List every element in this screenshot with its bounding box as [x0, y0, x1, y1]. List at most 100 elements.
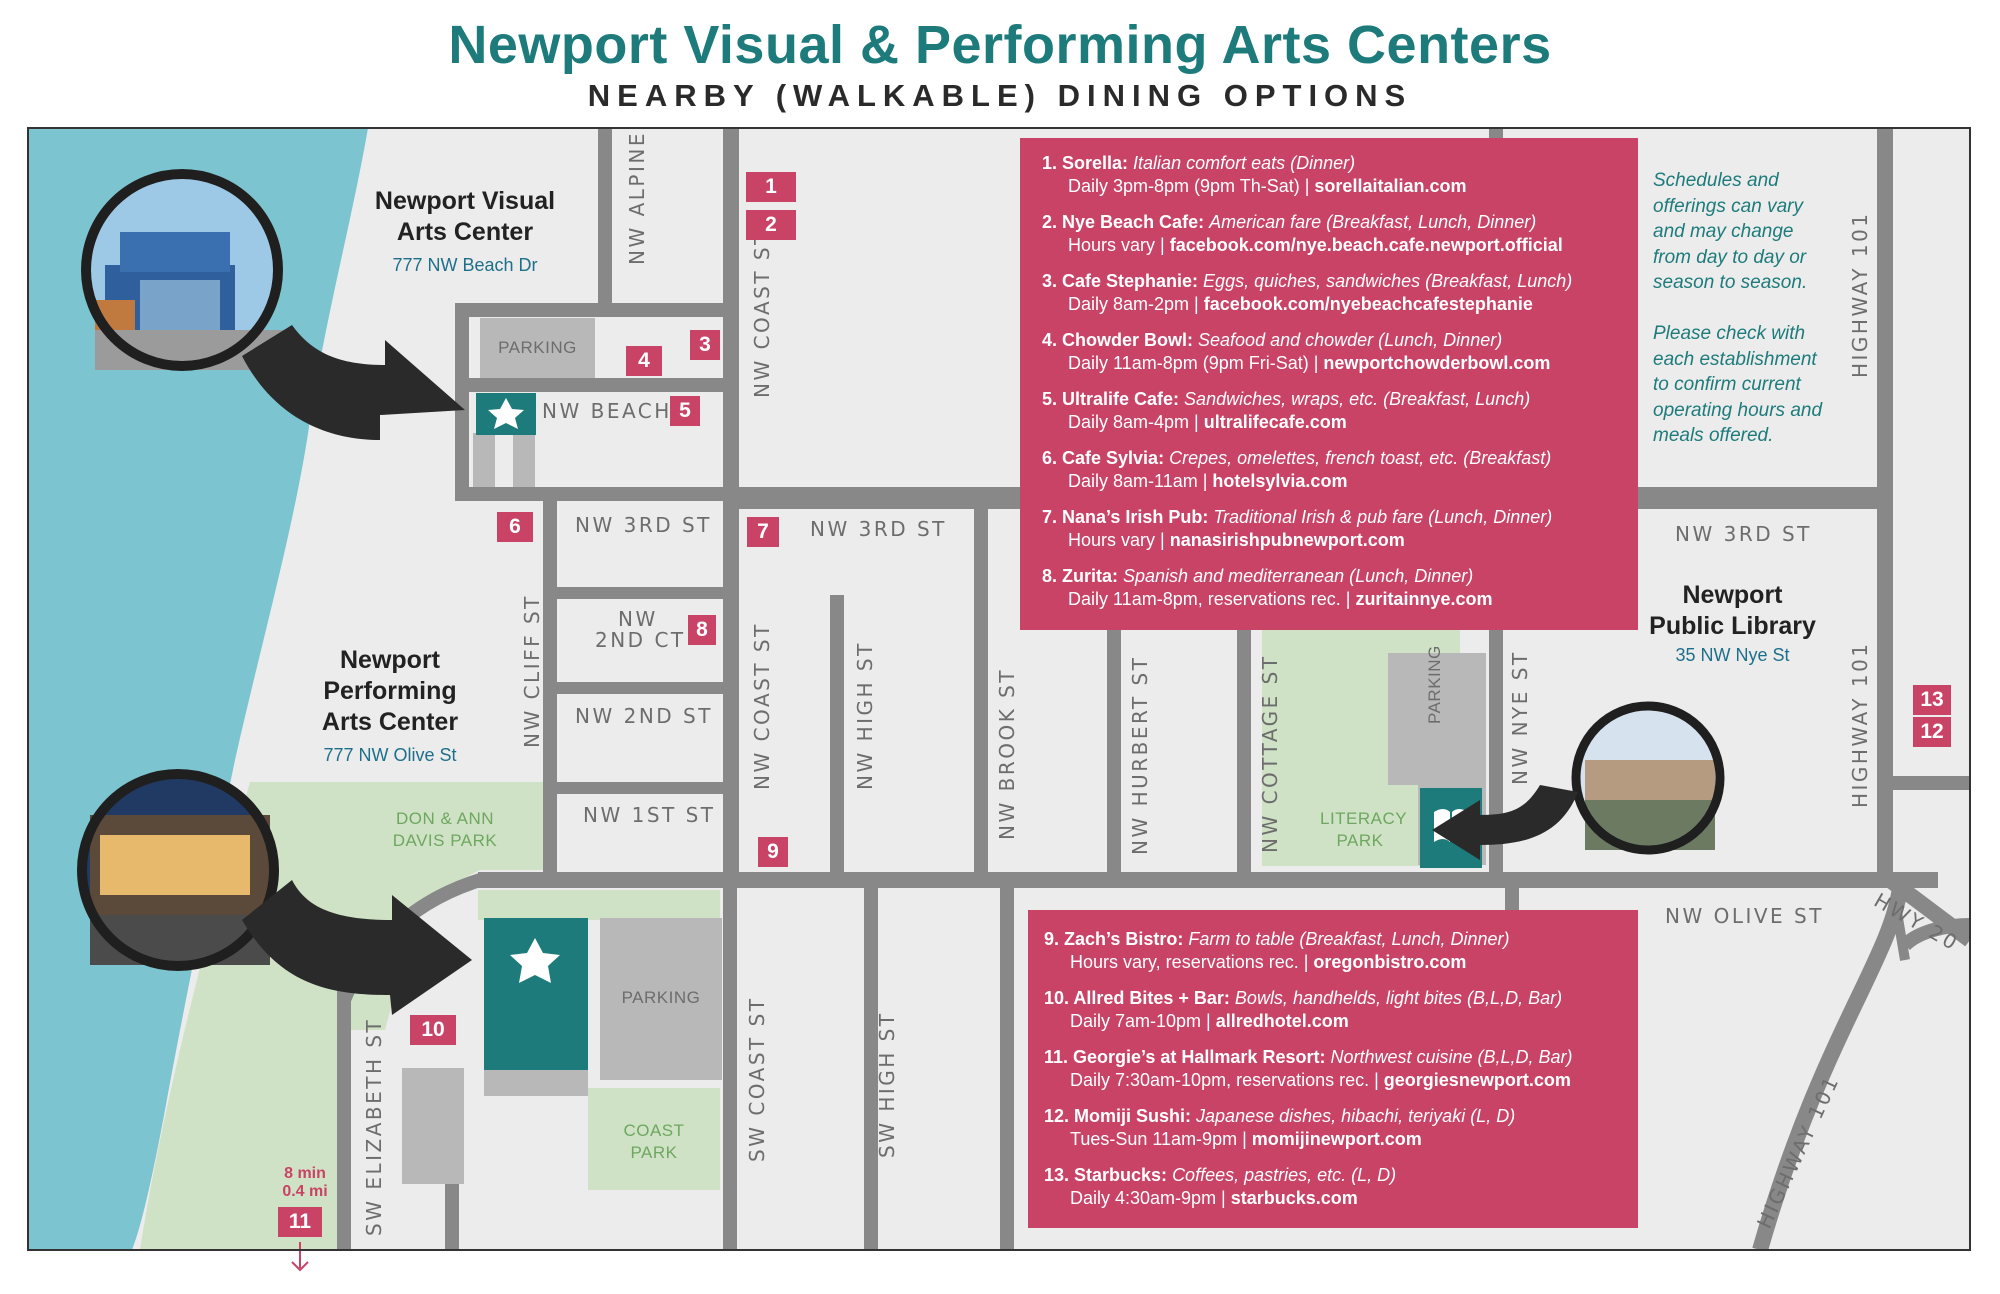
restaurant-details: Hours vary, reservations rec. | oregonbi…	[1044, 951, 1638, 974]
road-hwy101-ramp	[1890, 899, 1910, 961]
restaurant-list-bottom: 9. Zach’s Bistro: Farm to table (Breakfa…	[1028, 910, 1638, 1228]
restaurant-pin-6[interactable]: 6	[497, 512, 533, 542]
visual-walkway-2	[513, 433, 535, 488]
library-name-line1: Newport	[1682, 581, 1783, 609]
walk-time: 8 min	[284, 1165, 326, 1182]
restaurant-hours: Daily 8am-4pm |	[1068, 412, 1204, 432]
restaurant-description: Eggs, quiches, sandwiches (Breakfast, Lu…	[1203, 271, 1573, 291]
restaurant-pin-5[interactable]: 5	[670, 396, 700, 426]
restaurant-entry: 8. Zurita: Spanish and mediterranean (Lu…	[1042, 565, 1638, 611]
restaurant-description: Coffees, pastries, etc. (L, D)	[1172, 1165, 1397, 1185]
restaurant-description: American fare (Breakfast, Lunch, Dinner)	[1209, 212, 1537, 232]
restaurant-pin-2[interactable]: 2	[746, 210, 796, 240]
street-nw-alpine: NW ALPINE	[625, 131, 649, 265]
restaurant-hours: Daily 3pm-8pm (9pm Th-Sat) |	[1068, 176, 1315, 196]
restaurant-name: 8. Zurita:	[1042, 566, 1124, 586]
restaurant-details: Hours vary | facebook.com/nye.beach.cafe…	[1042, 234, 1638, 257]
road-west-loop	[455, 303, 469, 501]
park-literacy-line1: LITERACY	[1320, 809, 1408, 828]
restaurant-details: Daily 8am-4pm | ultralifecafe.com	[1042, 411, 1638, 434]
restaurant-website-link[interactable]: newportchowderbowl.com	[1323, 353, 1551, 373]
restaurant-hours: Daily 7am-10pm |	[1070, 1011, 1216, 1031]
restaurant-pin-4[interactable]: 4	[626, 346, 662, 376]
restaurant-pin-12[interactable]: 12	[1913, 717, 1951, 747]
street-sw-elizabeth-st: SW ELIZABETH ST	[362, 1017, 386, 1236]
restaurant-name: 4. Chowder Bowl:	[1042, 330, 1199, 350]
street-sw-high-st: SW HIGH ST	[875, 1011, 899, 1158]
restaurant-website-link[interactable]: nanasirishpubnewport.com	[1169, 530, 1405, 550]
restaurant-website-link[interactable]: allredhotel.com	[1215, 1011, 1349, 1031]
restaurant-entry: 3. Cafe Stephanie: Eggs, quiches, sandwi…	[1042, 270, 1638, 316]
performing-arts-name: Newport Performing Arts Center	[300, 645, 480, 738]
street-highway-101-mid: HIGHWAY 101	[1848, 641, 1872, 808]
restaurant-website-link[interactable]: facebook.com/nyebeachcafestephanie	[1203, 294, 1533, 314]
restaurant-name: 3. Cafe Stephanie:	[1042, 271, 1204, 291]
restaurant-details: Daily 3pm-8pm (9pm Th-Sat) | sorellaital…	[1042, 175, 1638, 198]
park-don-ann-line1: DON & ANN	[395, 809, 495, 828]
restaurant-description: Crepes, omelettes, french toast, etc. (B…	[1169, 448, 1552, 468]
restaurant-pin-3[interactable]: 3	[690, 330, 720, 360]
street-nw-nye-st: NW NYE ST	[1508, 650, 1532, 785]
road-upper-alpine	[455, 303, 737, 317]
performing-arts-photo-art	[83, 775, 273, 965]
map-border	[27, 127, 1971, 1251]
road-elizabeth-lot	[445, 1184, 459, 1250]
park-don-ann-line2: DAVIS PARK	[392, 831, 498, 850]
restaurant-details: Daily 7am-10pm | allredhotel.com	[1044, 1010, 1638, 1033]
restaurant-entry: 2. Nye Beach Cafe: American fare (Breakf…	[1042, 211, 1638, 257]
road-brook	[974, 501, 988, 881]
restaurant-entry: 4. Chowder Bowl: Seafood and chowder (Lu…	[1042, 329, 1638, 375]
restaurant-website-link[interactable]: momijinewport.com	[1251, 1129, 1422, 1149]
performing-arts-name-line2: Performing	[323, 677, 457, 705]
restaurant-name: 5. Ultralife Cafe:	[1042, 389, 1185, 409]
road-alpine	[598, 128, 612, 303]
land	[28, 128, 1970, 1250]
restaurant-pin-11[interactable]: 11	[278, 1207, 322, 1237]
restaurant-website-link[interactable]: hotelsylvia.com	[1212, 471, 1348, 491]
restaurant-pin-8[interactable]: 8	[688, 615, 716, 645]
restaurant-pin-9[interactable]: 9	[758, 837, 788, 867]
visual-arts-photo-frame	[81, 169, 283, 371]
restaurant-name: 7. Nana’s Irish Pub:	[1042, 507, 1214, 527]
street-nw-3rd-st-east: NW 3RD ST	[1675, 522, 1812, 546]
restaurant-website-link[interactable]: zuritainnye.com	[1355, 589, 1493, 609]
restaurant-name: 13. Starbucks:	[1044, 1165, 1173, 1185]
restaurant-website-link[interactable]: georgiesnewport.com	[1383, 1070, 1571, 1090]
visual-arts-address: 777 NW Beach Dr	[392, 255, 538, 275]
visual-walkway-1	[473, 433, 495, 488]
street-nw-hurbert-st: NW HURBERT ST	[1128, 655, 1152, 855]
restaurant-website-link[interactable]: starbucks.com	[1230, 1188, 1358, 1208]
road-elizabeth	[337, 990, 351, 1250]
map-subtitle: NEARBY (WALKABLE) DINING OPTIONS	[587, 78, 1413, 113]
street-nw-3rd-st-mid: NW 3RD ST	[810, 517, 947, 541]
restaurant-pin-1[interactable]: 1	[746, 172, 796, 202]
restaurant-pin-10[interactable]: 10	[410, 1015, 456, 1045]
schedule-note-line: and may change	[1653, 221, 1794, 242]
restaurant-hours: Daily 11am-8pm (9pm Fri-Sat) |	[1068, 353, 1324, 373]
park-coast-line2: PARK	[630, 1143, 678, 1162]
street-nw-2nd-st: NW 2ND ST	[575, 704, 713, 728]
street-nw-cottage-st: NW COTTAGE ST	[1258, 654, 1282, 853]
restaurant-hours: Daily 8am-11am |	[1068, 471, 1213, 491]
restaurant-pin-13[interactable]: 13	[1913, 685, 1951, 715]
restaurant-details: Daily 4:30am-9pm | starbucks.com	[1044, 1187, 1638, 1210]
restaurant-website-link[interactable]: sorellaitalian.com	[1314, 176, 1467, 196]
restaurant-website-link[interactable]: oregonbistro.com	[1313, 952, 1467, 972]
elizabeth-lot	[402, 1068, 464, 1184]
park-coast: COAST PARK	[610, 1120, 698, 1164]
restaurant-hours: Hours vary |	[1068, 235, 1170, 255]
restaurant-details: Daily 11am-8pm, reservations rec. | zuri…	[1042, 588, 1638, 611]
restaurant-website-link[interactable]: ultralifecafe.com	[1203, 412, 1347, 432]
parking-label-visual: PARKING	[498, 338, 577, 357]
restaurant-pin-7[interactable]: 7	[747, 517, 779, 547]
walk-distance: 0.4 mi	[282, 1183, 328, 1200]
restaurant-website-link[interactable]: facebook.com/nye.beach.cafe.newport.offi…	[1169, 235, 1563, 255]
library-name-line2: Public Library	[1649, 612, 1816, 640]
schedule-note-line: each establishment	[1653, 348, 1817, 370]
park-literacy-line2: PARK	[1336, 831, 1384, 850]
street-nw-cliff-st: NW CLIFF ST	[520, 594, 544, 748]
restaurant-description: Italian comfort eats (Dinner)	[1133, 153, 1356, 173]
restaurant-hours: Daily 4:30am-9pm |	[1070, 1188, 1231, 1208]
road-hwy101	[1877, 128, 1893, 880]
